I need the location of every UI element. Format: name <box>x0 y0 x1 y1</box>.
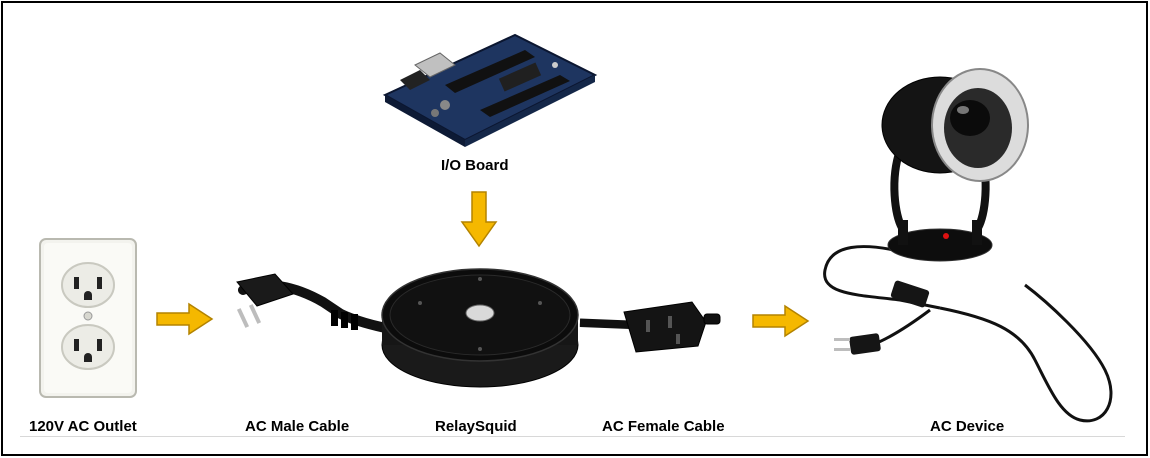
arrow-right-icon <box>156 302 214 336</box>
arrow-down-icon <box>460 191 498 248</box>
outlet-label: 120V AC Outlet <box>29 418 137 435</box>
device-label: AC Device <box>930 418 1005 435</box>
relaysquid-icon <box>381 268 631 388</box>
io-board-icon <box>382 33 598 147</box>
ac-device-icon <box>823 68 1113 423</box>
male-plug-icon <box>236 273 400 335</box>
io-board-label: I/O Board <box>441 157 509 174</box>
female-plug-icon <box>579 301 721 353</box>
male-cable-label: AC Male Cable <box>245 418 350 435</box>
female-cable-label: AC Female Cable <box>602 418 725 435</box>
relaysquid-label: RelaySquid <box>435 418 517 435</box>
outlet-icon <box>39 238 137 398</box>
arrow-right-icon <box>752 304 810 338</box>
ground-line <box>20 436 1125 437</box>
